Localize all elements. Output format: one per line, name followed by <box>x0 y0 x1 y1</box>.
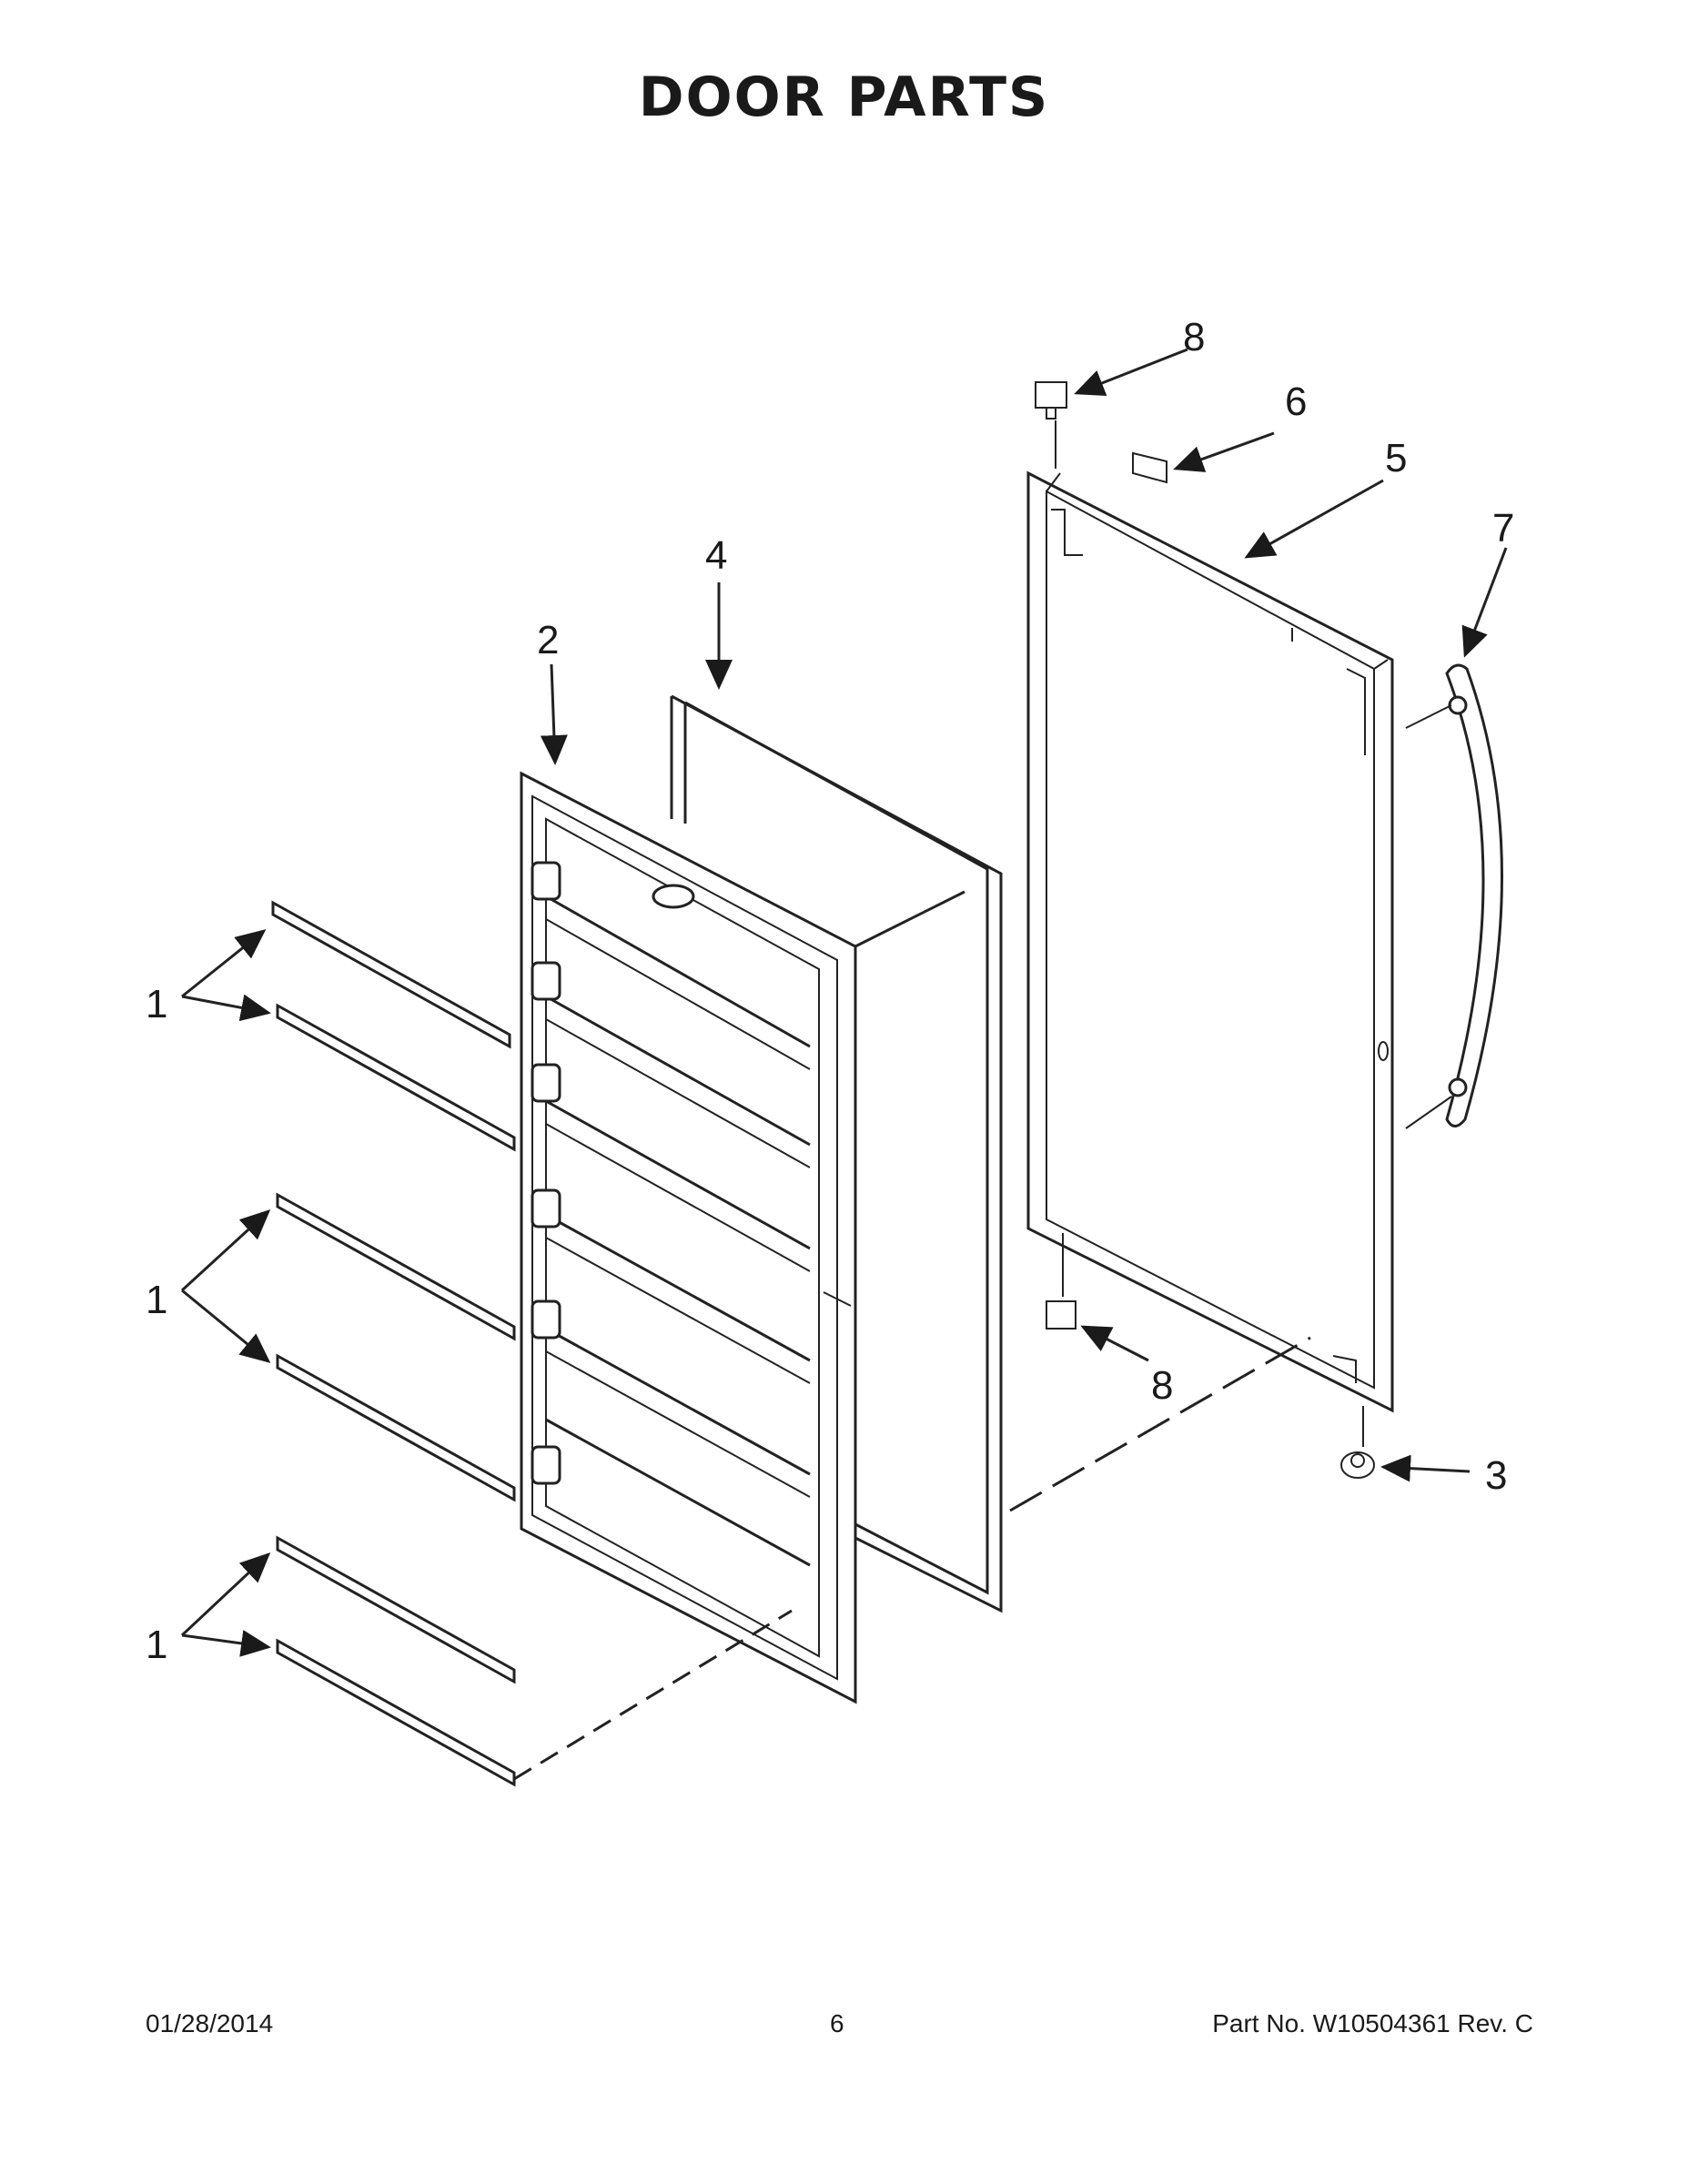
callout-6: 6 <box>1285 379 1307 424</box>
callout-labels: 1 1 1 2 3 4 5 6 7 8 8 <box>146 315 1514 1667</box>
callout-8-bottom: 8 <box>1151 1363 1173 1408</box>
callout-1b: 1 <box>146 1278 167 1322</box>
outer-door-panel <box>1026 470 1394 1413</box>
assembly-lines <box>513 1336 1311 1781</box>
hinge-bracket-top <box>1035 381 1067 469</box>
callout-8-top: 8 <box>1183 315 1205 359</box>
door-handle <box>1405 663 1503 1129</box>
callout-1a: 1 <box>146 982 167 1026</box>
shelf-trim-strips <box>271 900 516 1787</box>
footer-date: 01/28/2014 <box>146 2009 274 2037</box>
door-stop-bushing <box>1340 1406 1375 1479</box>
footer-part-number: Part No. W10504361 Rev. C <box>1212 2009 1533 2037</box>
callout-5: 5 <box>1385 436 1407 480</box>
door-gasket <box>670 694 1003 1613</box>
leader-lines <box>180 348 1508 1657</box>
callout-4: 4 <box>705 533 727 578</box>
callout-1c: 1 <box>146 1623 167 1667</box>
door-liner <box>520 771 857 1704</box>
hinge-bracket-bottom <box>1046 1233 1076 1330</box>
label-plate <box>1132 451 1167 484</box>
footer-page-number: 6 <box>830 2009 844 2037</box>
callout-3: 3 <box>1485 1453 1507 1498</box>
callout-2: 2 <box>537 618 559 662</box>
callout-7: 7 <box>1492 506 1514 551</box>
page-title: DOOR PARTS <box>638 66 1050 129</box>
